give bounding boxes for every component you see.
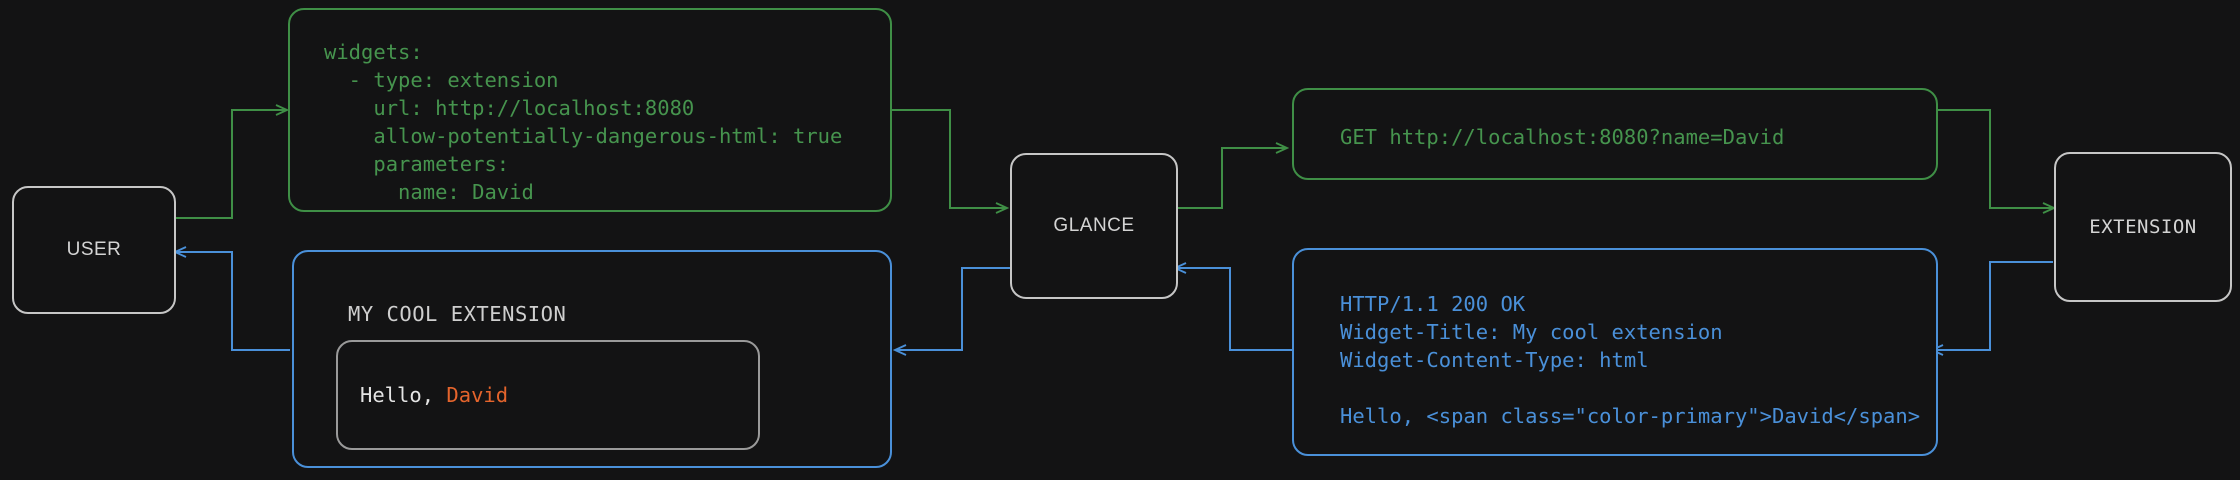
flow-widget-to-user <box>176 252 290 351</box>
flow-config-to-glance <box>892 109 1006 208</box>
panel-http-request[interactable]: GET http://localhost:8080?name=David <box>1292 88 1938 180</box>
node-glance[interactable]: GLANCE <box>1010 153 1178 299</box>
flow-user-to-config <box>170 110 286 219</box>
rendered-widget-body: Hello, David <box>336 340 760 450</box>
node-extension[interactable]: EXTENSION <box>2054 152 2232 302</box>
node-user[interactable]: USER <box>12 186 176 314</box>
panel-http-response[interactable]: HTTP/1.1 200 OK Widget-Title: My cool ex… <box>1292 248 1938 456</box>
flow-request-to-extension <box>1937 109 2053 208</box>
panel-rendered-widget[interactable]: MY COOL EXTENSION Hello, David <box>292 250 892 468</box>
flow-extension-to-response <box>1933 261 2053 350</box>
rendered-widget-title: MY COOL EXTENSION <box>348 302 567 326</box>
node-user-label: USER <box>66 239 122 260</box>
greeting-accent-name: David <box>446 383 509 407</box>
config-yaml-text: widgets: - type: extension url: http://l… <box>324 40 843 204</box>
panel-config-yaml[interactable]: widgets: - type: extension url: http://l… <box>288 8 892 212</box>
flow-glance-to-request <box>1160 148 1286 209</box>
flow-response-to-glance <box>1176 268 1292 351</box>
greeting-prefix: Hello, <box>360 383 447 407</box>
http-response-text: HTTP/1.1 200 OK Widget-Title: My cool ex… <box>1340 292 1921 428</box>
http-request-text: GET http://localhost:8080?name=David <box>1340 125 1785 149</box>
node-extension-label: EXTENSION <box>2089 216 2197 238</box>
rendered-widget-greeting: Hello, David <box>360 383 508 407</box>
node-glance-label: GLANCE <box>1053 215 1135 236</box>
